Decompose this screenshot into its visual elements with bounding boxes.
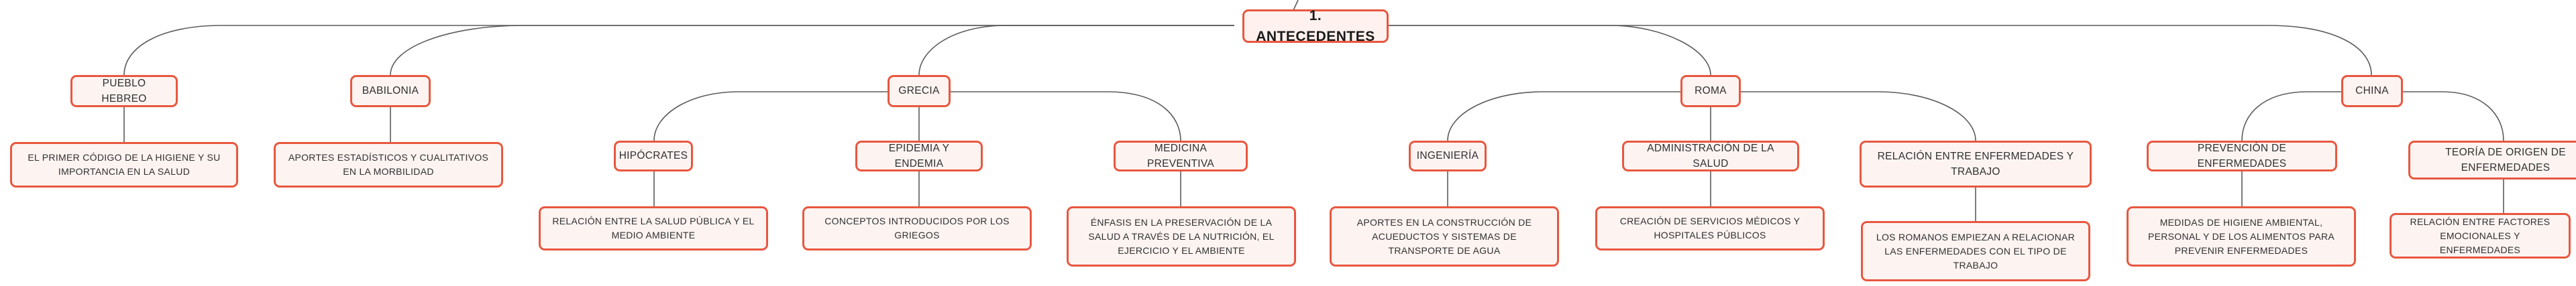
root-node[interactable]: 1. ANTECEDENTES [1242, 8, 1389, 44]
detail-prevencion-enfermedades[interactable]: MEDIDAS DE HIGIENE AMBIENTAL, PERSONAL Y… [2127, 206, 2356, 267]
link-china-prevencion [2241, 91, 2345, 141]
node-administracion-salud[interactable]: ADMINISTRACIÓN DE LA SALUD [1622, 141, 1799, 171]
node-roma[interactable]: ROMA [1680, 75, 1741, 107]
link-root-babilonia [390, 25, 1234, 76]
detail-medicina-preventiva[interactable]: ÉNFASIS EN LA PRESERVACIÓN DE LA SALUD A… [1067, 206, 1296, 267]
detail-ingenieria[interactable]: APORTES EN LA CONSTRUCCIÓN DE ACUEDUCTOS… [1330, 206, 1559, 267]
link-root-roma [1389, 25, 1711, 76]
node-medicina-preventiva[interactable]: MEDICINA PREVENTIVA [1114, 141, 1248, 171]
node-china[interactable]: CHINA [2341, 75, 2403, 107]
node-grecia[interactable]: GRECIA [888, 75, 951, 107]
link-root-pueblo-hebreo [123, 25, 1234, 76]
detail-teoria-origen-enfermedades[interactable]: RELACIÓN ENTRE FACTORES EMOCIONALES Y EN… [2390, 213, 2571, 259]
detail-pueblo-hebreo[interactable]: EL PRIMER CÓDIGO DE LA HIGIENE Y SU IMPO… [10, 142, 238, 188]
node-teoria-origen-enfermedades[interactable]: TEORÍA DE ORIGEN DE ENFERMEDADES [2408, 141, 2576, 180]
node-babilonia[interactable]: BABILONIA [350, 75, 431, 107]
link-root-china [1389, 25, 2372, 76]
link-grecia-medicina [949, 91, 1181, 141]
link-roma-ingenieria [1447, 91, 1680, 141]
link-china-teoria [2398, 91, 2504, 141]
detail-hipocrates[interactable]: RELACIÓN ENTRE LA SALUD PÚBLICA Y EL MED… [539, 206, 768, 251]
node-ingenieria[interactable]: INGENIERÍA [1409, 141, 1487, 171]
detail-babilonia[interactable]: APORTES ESTADÍSTICOS Y CUALITATIVOS EN L… [274, 142, 503, 188]
detail-administracion-salud[interactable]: CREACIÓN DE SERVICIOS MÉDICOS Y HOSPITAL… [1595, 206, 1825, 251]
link-roma-relacion [1741, 91, 1976, 141]
node-pueblo-hebreo[interactable]: PUEBLO HEBREO [70, 75, 178, 107]
link-root-grecia [918, 25, 1234, 76]
node-prevencion-enfermedades[interactable]: PREVENCIÓN DE ENFERMEDADES [2147, 141, 2337, 171]
node-epidemia-endemia[interactable]: EPIDEMIA Y ENDEMIA [855, 141, 983, 171]
node-hipocrates[interactable]: HIPÓCRATES [614, 141, 693, 171]
detail-epidemia-endemia[interactable]: CONCEPTOS INTRODUCIDOS POR LOS GRIEGOS [802, 206, 1032, 251]
detail-relacion-enfermedades-trabajo[interactable]: LOS ROMANOS EMPIEZAN A RELACIONAR LAS EN… [1861, 221, 2090, 281]
node-relacion-enfermedades-trabajo[interactable]: RELACIÓN ENTRE ENFERMEDADES Y TRABAJO [1860, 141, 2092, 188]
link-grecia-hipocrates [653, 91, 889, 141]
